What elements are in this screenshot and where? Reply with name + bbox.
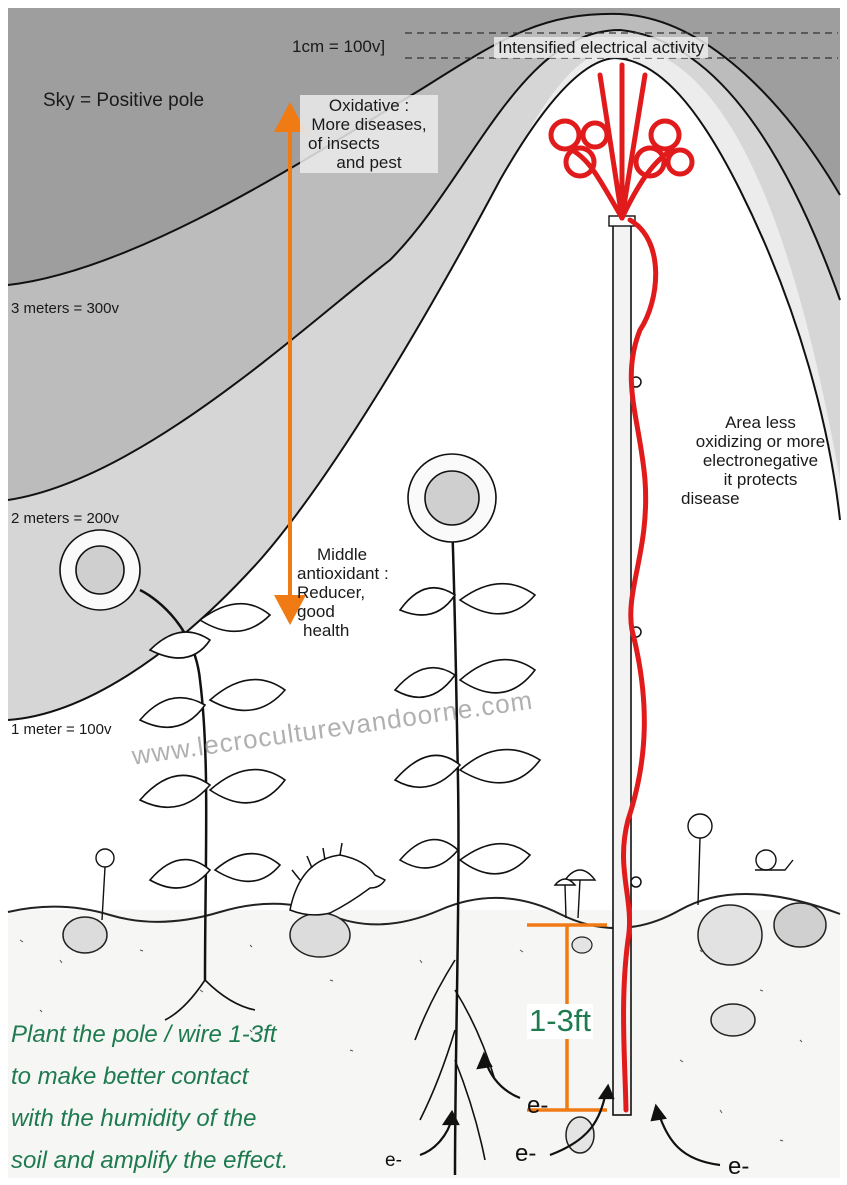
middle-line: Reducer, — [297, 583, 417, 602]
area-line: electronegative — [673, 451, 847, 470]
rock — [711, 1004, 755, 1036]
area-label: Area less oxidizing or more electronegat… — [673, 413, 847, 508]
oxidative-line: of insects — [304, 134, 434, 153]
middle-line: health — [297, 621, 417, 640]
oxidative-line: Oxidative : — [304, 96, 434, 115]
intensified-label: Intensified electrical activity — [494, 37, 708, 58]
electron-label: e- — [515, 1140, 536, 1168]
rock — [63, 917, 107, 953]
caption-line: Plant the pole / wire 1-3ft — [11, 1014, 391, 1056]
caption-line: with the humidity of the — [11, 1098, 391, 1140]
pole-clip — [631, 877, 641, 887]
scale-label: 1cm = 100v] — [292, 37, 385, 56]
rock — [698, 905, 762, 965]
area-line: it protects — [673, 470, 847, 489]
caption-line: soil and amplify the effect. — [11, 1140, 391, 1182]
rock — [566, 1117, 594, 1153]
oxidative-line: More diseases, — [304, 115, 434, 134]
caption-line: to make better contact — [11, 1056, 391, 1098]
rock — [290, 913, 350, 957]
area-line: disease — [673, 489, 847, 508]
area-line: Area less — [673, 413, 847, 432]
scale-3m-label: 3 meters = 300v — [11, 301, 119, 318]
sky-label: Sky = Positive pole — [43, 90, 204, 111]
middle-line: antioxidant : — [297, 564, 417, 583]
depth-label: 1-3ft — [527, 1004, 593, 1039]
caption: Plant the pole / wire 1-3ft to make bett… — [11, 1014, 391, 1182]
middle-line: good — [297, 602, 417, 621]
middle-label: Middle antioxidant : Reducer, good healt… — [297, 545, 417, 640]
electron-label: e- — [728, 1153, 749, 1181]
scale-2m-label: 2 meters = 200v — [11, 511, 119, 528]
middle-line: Middle — [297, 545, 417, 564]
scale-1m-label: 1 meter = 100v — [11, 722, 111, 739]
area-line: oxidizing or more — [673, 432, 847, 451]
electron-label: e- — [527, 1092, 548, 1120]
rock — [774, 903, 826, 947]
oxidative-line: and pest — [304, 153, 434, 172]
oxidative-label: Oxidative : More diseases, of insects an… — [300, 95, 438, 173]
